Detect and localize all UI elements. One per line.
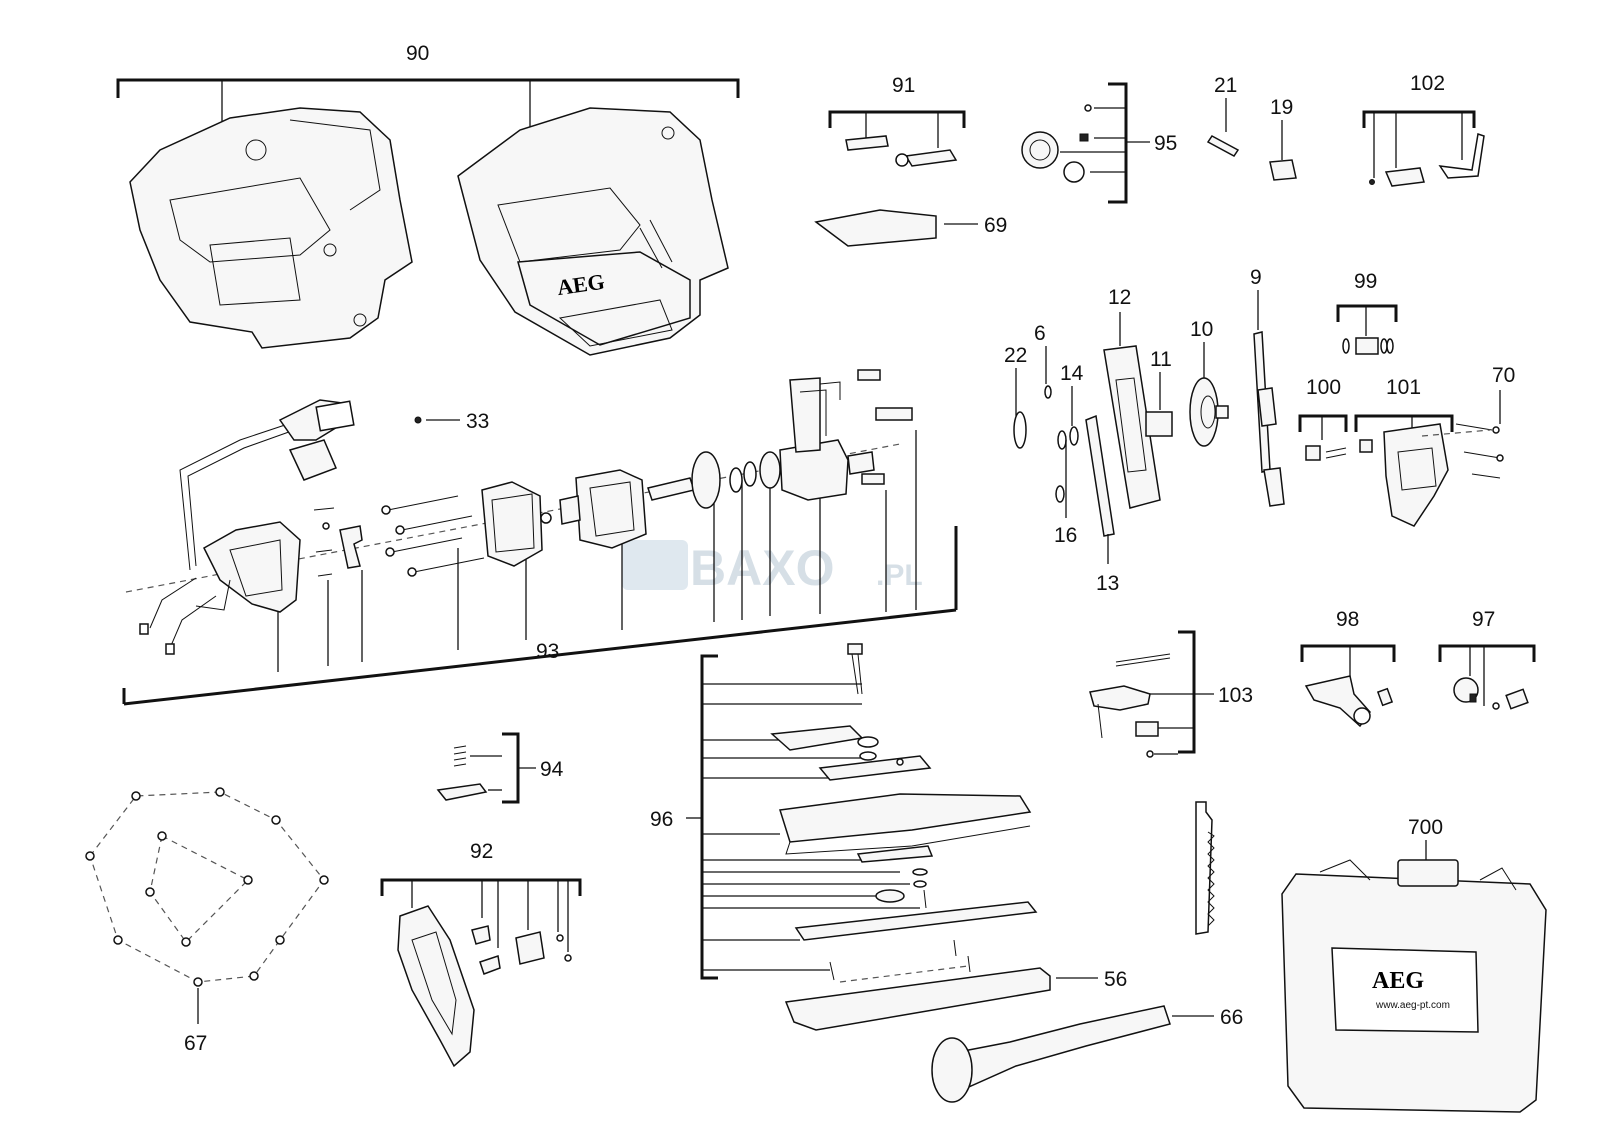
part-21-pin: 21: [1206, 74, 1240, 157]
label-96: 96: [650, 808, 673, 831]
base-assembly-96: 96: [650, 643, 1127, 1031]
part-group-102: 102: [1362, 72, 1485, 187]
label-14: 14: [1060, 362, 1084, 385]
label-10: 10: [1190, 318, 1213, 341]
case-url: www.aeg-pt.com: [1375, 1000, 1450, 1011]
part-group-97: 97: [1438, 608, 1536, 710]
watermark: BAXO .PL: [622, 540, 923, 596]
case-logo: AEG: [1372, 968, 1424, 994]
part-group-103: 103: [1089, 630, 1253, 758]
watermark-suffix: .PL: [876, 559, 923, 592]
label-11: 11: [1150, 348, 1172, 371]
part-66-dust-adapter: 66: [931, 1005, 1243, 1103]
part-group-92: 92: [380, 840, 582, 1068]
label-70: 70: [1492, 364, 1515, 387]
label-66: 66: [1220, 1006, 1243, 1029]
label-67: 67: [184, 1032, 207, 1055]
label-9: 9: [1250, 266, 1262, 289]
part-group-98: 98: [1300, 608, 1396, 728]
label-22: 22: [1004, 344, 1027, 367]
saw-blade: [1195, 801, 1215, 935]
label-700: 700: [1408, 816, 1443, 839]
label-13: 13: [1096, 572, 1119, 595]
watermark-main: BAXO: [690, 540, 834, 596]
label-97: 97: [1472, 608, 1495, 631]
label-56: 56: [1104, 968, 1127, 991]
label-69: 69: [984, 214, 1007, 237]
label-91: 91: [892, 74, 915, 97]
label-102: 102: [1410, 72, 1445, 95]
housing-assembly: 90 AEG: [116, 42, 740, 356]
label-33: 33: [466, 410, 489, 433]
part-69-label-plate: 69: [814, 209, 1007, 247]
screw-set-67: 67: [85, 787, 329, 1055]
label-19: 19: [1270, 96, 1293, 119]
drive-parts: 22 6 14 16 12 13 11 10 9: [1004, 266, 1515, 595]
label-94: 94: [540, 758, 564, 781]
label-103: 103: [1218, 684, 1253, 707]
part-group-95: 95: [1021, 82, 1177, 204]
motor-assembly-93: 93: [122, 369, 958, 706]
label-90: 90: [406, 42, 429, 65]
label-21: 21: [1214, 74, 1237, 97]
part-group-91: 91: [828, 74, 966, 167]
label-6: 6: [1034, 322, 1046, 345]
label-99: 99: [1354, 270, 1377, 293]
label-98: 98: [1336, 608, 1359, 631]
part-19-clamp: 19: [1269, 96, 1297, 181]
label-100: 100: [1306, 376, 1341, 399]
label-101: 101: [1386, 376, 1421, 399]
label-12: 12: [1108, 286, 1131, 309]
part-group-94: 94: [436, 732, 564, 804]
label-16: 16: [1054, 524, 1077, 547]
label-92: 92: [470, 840, 493, 863]
carry-case-700: 700 AEG www.aeg-pt.com: [1281, 816, 1547, 1113]
label-93: 93: [536, 640, 559, 663]
part-33-screw: 33: [414, 410, 489, 433]
label-95: 95: [1154, 132, 1177, 155]
